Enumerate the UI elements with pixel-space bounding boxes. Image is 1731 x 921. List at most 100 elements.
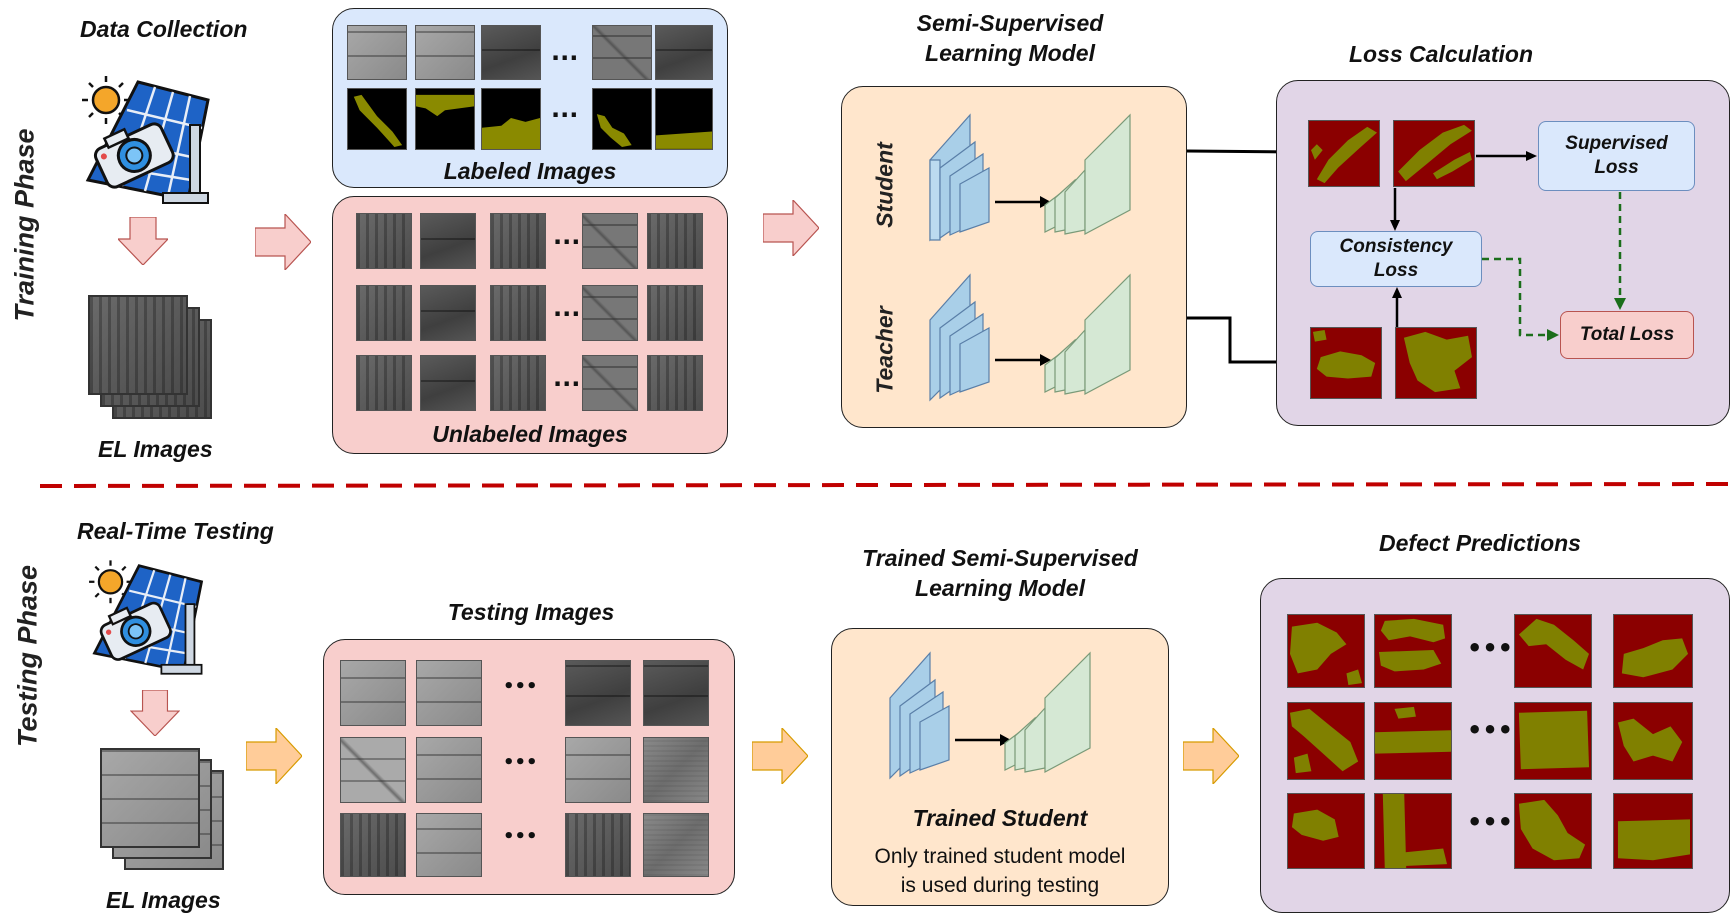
ellipsis: ... xyxy=(551,38,579,66)
ellipsis: ... xyxy=(553,364,581,392)
unlabeled-image xyxy=(647,355,703,411)
model-title-line2: Learning Model xyxy=(925,40,1095,66)
solar-panel-icon xyxy=(89,560,204,675)
ellipsis: ••• xyxy=(503,752,538,773)
down-arrow-icon xyxy=(118,217,168,265)
down-arrow-icon xyxy=(130,690,180,736)
camera-icon xyxy=(93,122,175,189)
defect-prediction xyxy=(1287,793,1365,869)
testing-image xyxy=(340,660,406,726)
defect-prediction xyxy=(1374,702,1452,780)
ellipsis: ... xyxy=(551,95,579,123)
supervised-prediction-mask xyxy=(1308,120,1380,187)
testing-image xyxy=(416,737,482,803)
defect-prediction xyxy=(1514,702,1592,780)
testing-image xyxy=(565,737,631,803)
unlabeled-image xyxy=(420,285,476,341)
right-arrow-icon xyxy=(763,200,819,256)
supervised-loss-label-1: Supervised xyxy=(1565,133,1668,154)
right-arrow-icon xyxy=(255,214,311,270)
testing-image xyxy=(643,813,709,877)
total-loss-box: Total Loss xyxy=(1560,311,1694,359)
labeled-image xyxy=(347,25,407,80)
label-mask xyxy=(481,88,541,150)
supervised-label-mask xyxy=(1393,120,1475,187)
labeled-images-title: Labeled Images xyxy=(443,158,617,184)
testing-image xyxy=(643,737,709,803)
testing-image xyxy=(643,660,709,726)
unlabeled-image xyxy=(582,213,638,269)
defect-prediction xyxy=(1374,614,1452,688)
defect-prediction xyxy=(1287,614,1365,688)
model-title-line1: Semi-Supervised xyxy=(916,10,1104,36)
defect-prediction xyxy=(1514,793,1592,869)
unlabeled-image xyxy=(647,285,703,341)
trained-model-title-line2: Learning Model xyxy=(915,575,1085,601)
supervised-loss-label-2: Loss xyxy=(1594,157,1639,178)
ellipsis: ••• xyxy=(503,676,538,697)
ellipsis: ••• xyxy=(1467,716,1514,744)
teacher-prediction-mask xyxy=(1310,327,1382,399)
trained-model-panel xyxy=(831,628,1169,906)
total-loss-label: Total Loss xyxy=(1579,324,1675,345)
el-images-label: EL Images xyxy=(106,887,221,913)
defect-prediction xyxy=(1374,793,1452,869)
right-arrow-icon xyxy=(752,728,808,784)
data-collection-title: Data Collection xyxy=(80,16,248,42)
testing-image xyxy=(565,813,631,877)
testing-note-line2: is used during testing xyxy=(900,874,1100,897)
label-mask xyxy=(592,88,652,150)
unlabeled-image xyxy=(490,355,546,411)
unlabeled-image xyxy=(356,355,412,411)
right-arrow-icon xyxy=(246,728,302,784)
unlabeled-image xyxy=(582,355,638,411)
testing-images-title: Testing Images xyxy=(447,599,615,625)
ellipsis: ••• xyxy=(1467,808,1514,836)
testing-image xyxy=(416,660,482,726)
unlabeled-image xyxy=(420,213,476,269)
labeled-image xyxy=(481,25,541,80)
solar-panel-icon xyxy=(82,76,210,204)
labeled-image xyxy=(592,25,652,80)
labeled-image xyxy=(415,25,475,80)
label-mask xyxy=(655,88,713,150)
testing-image xyxy=(340,813,406,877)
unlabeled-image xyxy=(356,213,412,269)
defect-prediction xyxy=(1613,614,1693,688)
labeled-image xyxy=(655,25,713,80)
unlabeled-image xyxy=(356,285,412,341)
defect-prediction xyxy=(1514,614,1592,688)
consistency-loss-label-2: Loss xyxy=(1373,260,1419,281)
ellipsis: ... xyxy=(553,294,581,322)
ellipsis: ... xyxy=(553,222,581,250)
defect-prediction xyxy=(1613,793,1693,869)
ellipsis: ••• xyxy=(503,826,538,847)
defect-prediction xyxy=(1613,702,1693,780)
unlabeled-image xyxy=(490,285,546,341)
unlabeled-image xyxy=(490,213,546,269)
unlabeled-image xyxy=(420,355,476,411)
right-arrow-icon xyxy=(1183,728,1239,784)
stacked-el-images-icon xyxy=(100,748,230,878)
label-mask xyxy=(415,88,475,150)
el-images-label: EL Images xyxy=(98,436,213,462)
unlabeled-images-title: Unlabeled Images xyxy=(432,421,628,447)
camera-icon xyxy=(99,601,172,661)
loss-calculation-title: Loss Calculation xyxy=(1348,41,1534,67)
testing-image xyxy=(416,813,482,877)
defect-predictions-title: Defect Predictions xyxy=(1379,530,1581,556)
unlabeled-image xyxy=(647,213,703,269)
testing-image xyxy=(565,660,631,726)
testing-image xyxy=(340,737,406,803)
testing-note-line1: Only trained student model xyxy=(874,845,1126,868)
label-mask xyxy=(347,88,407,150)
student-prediction-mask xyxy=(1395,327,1477,399)
trained-model-title-line1: Trained Semi-Supervised xyxy=(862,545,1138,571)
ellipsis: ••• xyxy=(1467,634,1514,662)
stacked-el-images-icon xyxy=(88,295,218,425)
unlabeled-image xyxy=(582,285,638,341)
